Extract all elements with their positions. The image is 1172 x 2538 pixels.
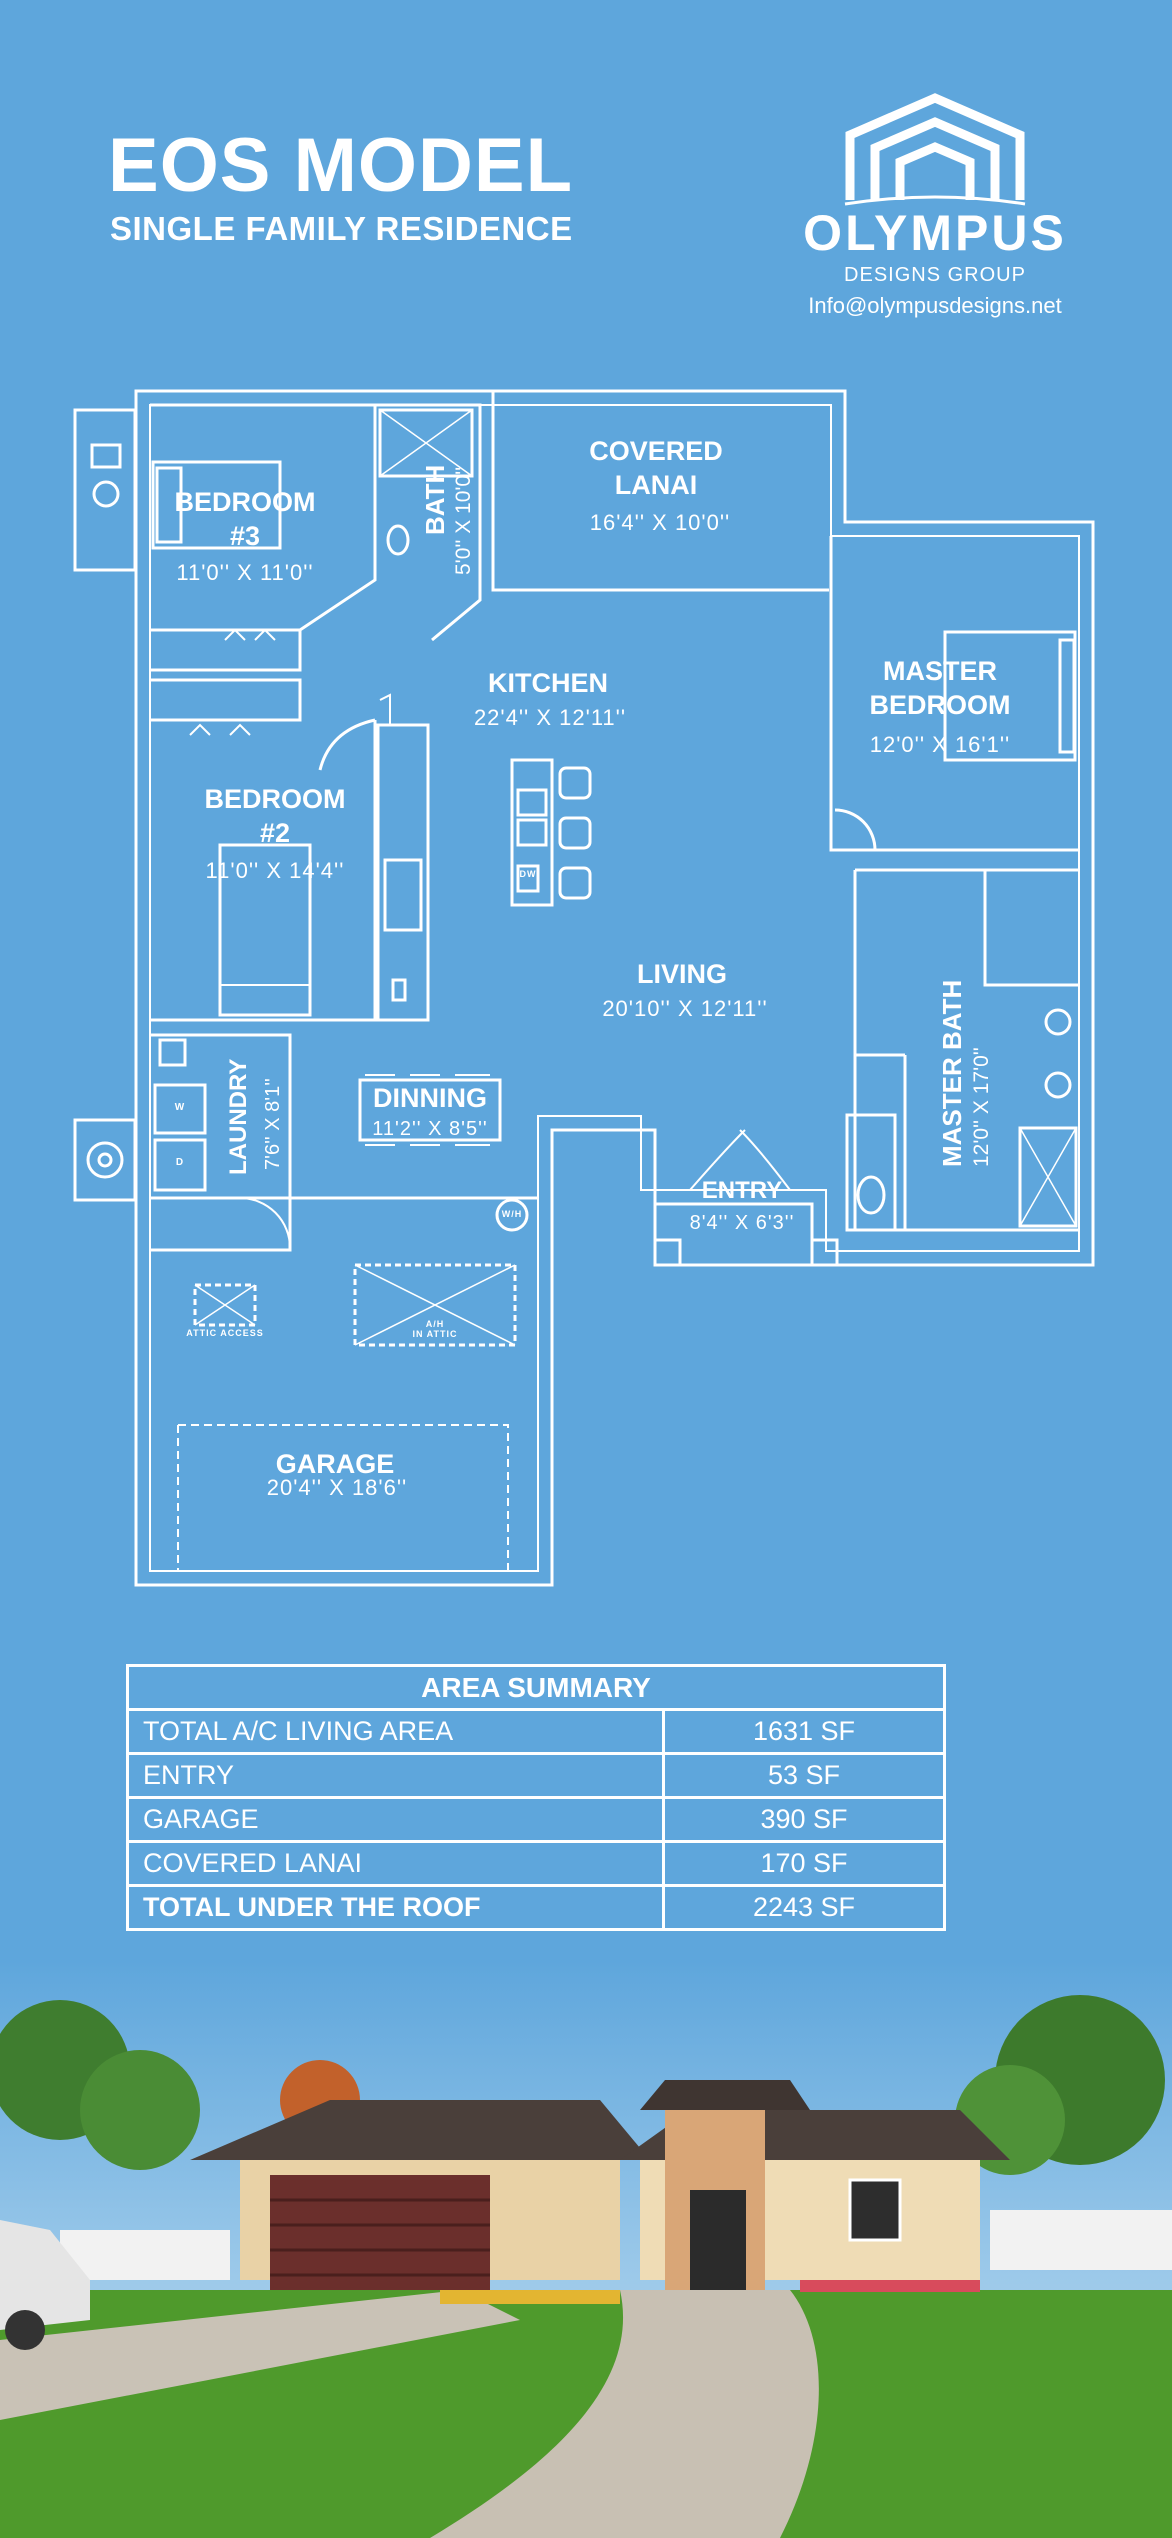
covered-lanai-label: COVERED LANAI: [589, 435, 723, 503]
floor-plan-lines: [73, 389, 1095, 1587]
laundry-label: LAUNDRY: [225, 1058, 252, 1175]
dishwasher-label: DW: [519, 869, 537, 879]
dinning-dims: 11'2'' X 8'5'': [372, 1118, 488, 1140]
ah-in-attic-label: A/H IN ATTIC: [412, 1319, 458, 1339]
row-value: 390 SF: [662, 1796, 946, 1843]
living-dims: 20'10'' X 12'11'': [602, 996, 768, 1021]
master-bath-dims: 12'0'' X 17'0'': [970, 1047, 993, 1167]
garage-label: GARAGE: [275, 1449, 395, 1479]
garage-dims: 20'4'' X 18'6'': [266, 1475, 408, 1500]
row-label: TOTAL A/C LIVING AREA: [126, 1708, 665, 1755]
olympus-house-icon: [844, 93, 1026, 206]
table-row: COVERED LANAI 170 SF: [126, 1840, 946, 1887]
house-illustration: [0, 1960, 1172, 2538]
row-label: COVERED LANAI: [126, 1840, 665, 1887]
table-row: GARAGE 390 SF: [126, 1796, 946, 1843]
bedroom2-label: BEDROOM #2: [205, 783, 346, 851]
attic-access-label: ATTIC ACCESS: [186, 1328, 264, 1338]
bath-dims: 5'0'' X 10'0'': [452, 466, 475, 575]
row-label: GARAGE: [126, 1796, 665, 1843]
row-value: 170 SF: [662, 1840, 946, 1887]
master-bedroom-name: MASTER BEDROOM: [869, 656, 1011, 720]
master-bedroom-label: MASTER BEDROOM: [870, 655, 1011, 723]
living-label: LIVING: [636, 959, 728, 989]
kitchen-label: KITCHEN: [488, 668, 608, 698]
row-label: TOTAL UNDER THE ROOF: [126, 1884, 665, 1931]
logo-brand-name: OLYMPUS: [803, 205, 1067, 261]
laundry-dims: 7'6'' X 8'1'': [262, 1078, 284, 1170]
master-bedroom-dims: 12'0'' X 16'1'': [869, 732, 1011, 757]
bedroom3-label: BEDROOM #3: [175, 486, 316, 554]
entry-dims: 8'4'' X 6'3'': [689, 1212, 795, 1234]
bath-label: BATH: [420, 464, 450, 535]
page-title: EOS MODEL: [108, 123, 574, 208]
bedroom3-name: BEDROOM #3: [174, 487, 316, 551]
kitchen-dims: 22'4'' X 12'11'': [473, 705, 627, 730]
area-summary-title: AREA SUMMARY: [126, 1664, 946, 1711]
row-value: 1631 SF: [662, 1708, 946, 1755]
row-value: 2243 SF: [662, 1884, 946, 1931]
company-logo: OLYMPUS DESIGNS GROUP Info@olympusdesign…: [790, 90, 1080, 330]
washer-label: W: [174, 1102, 186, 1113]
table-row: TOTAL A/C LIVING AREA 1631 SF: [126, 1708, 946, 1755]
logo-email: Info@olympusdesigns.net: [808, 293, 1062, 318]
row-label: ENTRY: [126, 1752, 665, 1799]
bedroom3-dims: 11'0'' X 11'0'': [176, 560, 314, 585]
house-rendering-image: [0, 1960, 1172, 2538]
covered-lanai-dims: 16'4'' X 10'0'': [589, 510, 731, 535]
table-row-total: TOTAL UNDER THE ROOF 2243 SF: [126, 1884, 946, 1931]
covered-lanai-name: COVERED LANAI: [589, 436, 723, 500]
area-summary-header-row: AREA SUMMARY: [126, 1664, 946, 1711]
bedroom2-name: BEDROOM #2: [204, 784, 346, 848]
entry-label: ENTRY: [701, 1177, 783, 1204]
table-row: ENTRY 53 SF: [126, 1752, 946, 1799]
floor-plan: COVERED LANAI 16'4'' X 10'0'' BEDROOM #3…: [0, 370, 1172, 1620]
dryer-label: D: [175, 1157, 185, 1168]
master-bath-label: MASTER BATH: [937, 979, 967, 1167]
bedroom2-dims: 11'0'' X 14'4'': [205, 858, 345, 883]
water-heater-label: W/H: [501, 1209, 523, 1219]
logo-tagline: DESIGNS GROUP: [844, 264, 1026, 286]
area-summary-table: AREA SUMMARY TOTAL A/C LIVING AREA 1631 …: [126, 1664, 946, 1931]
dinning-label: DINNING: [373, 1083, 487, 1113]
row-value: 53 SF: [662, 1752, 946, 1799]
page-subtitle: SINGLE FAMILY RESIDENCE: [110, 210, 573, 247]
